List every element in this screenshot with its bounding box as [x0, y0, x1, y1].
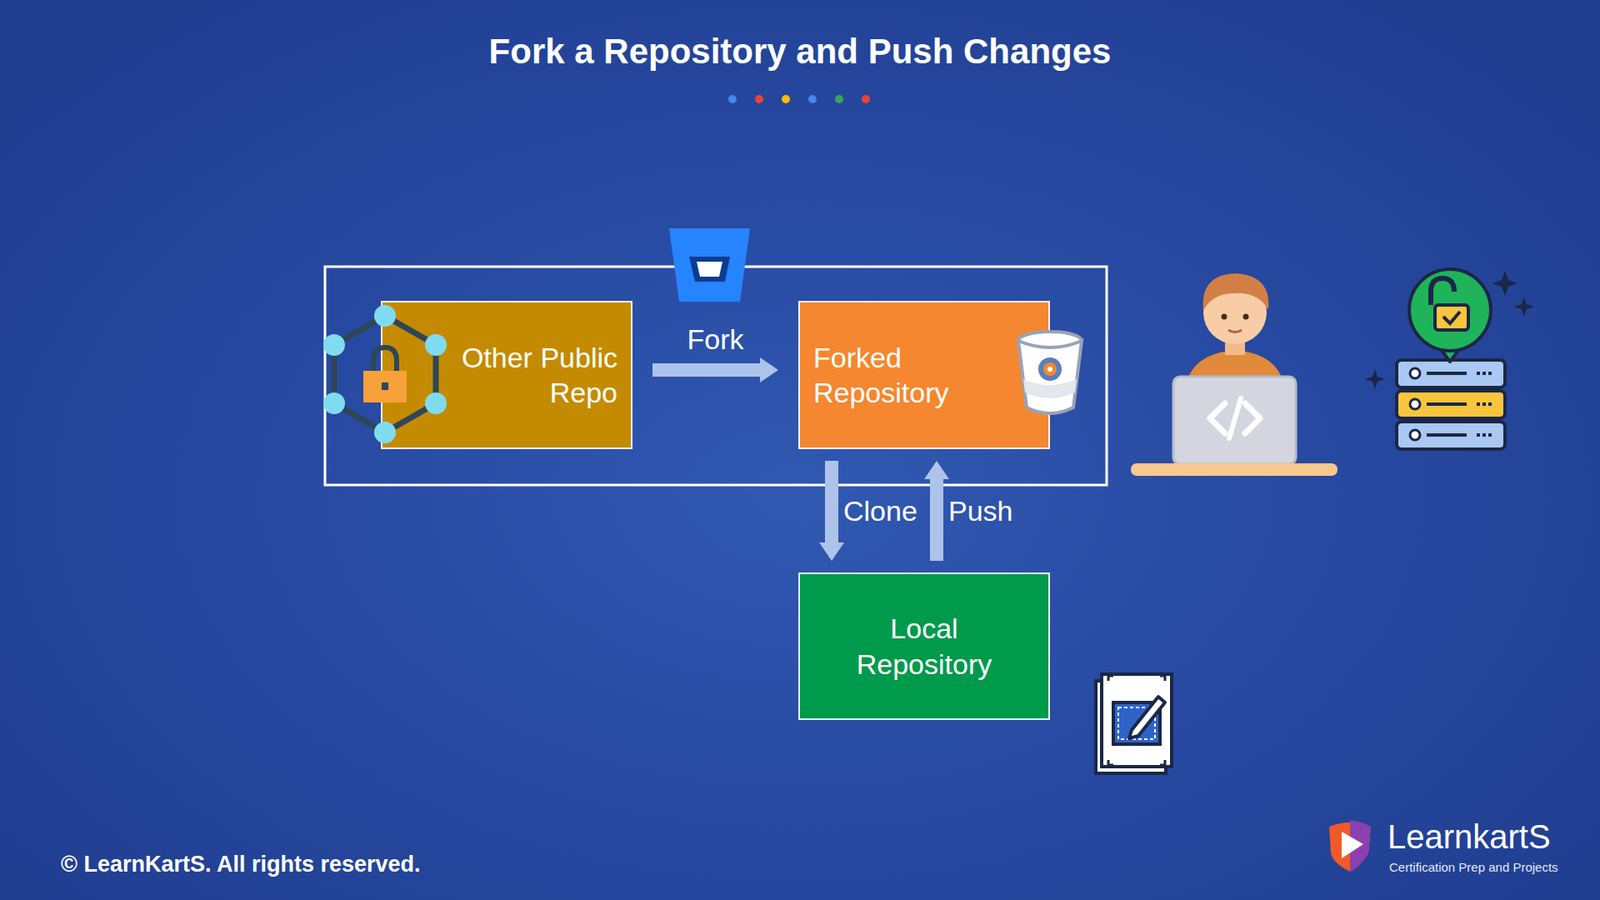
arrow-label: Fork: [687, 322, 745, 357]
brand-name: LearnkartS: [1387, 818, 1551, 856]
slide-title: Fork a Repository and Push Changes: [0, 31, 1600, 72]
flow-arrow: [819, 460, 845, 561]
flow-arrow: [924, 460, 950, 561]
arrow-head: [760, 357, 779, 383]
developer-figure: [1130, 273, 1338, 476]
arrow-head: [819, 542, 845, 561]
brand-tagline: Certification Prep and Projects: [1389, 860, 1559, 875]
arrow-label: Push: [948, 494, 1014, 529]
bucket-icon: [1008, 327, 1092, 420]
bitbucket-logo: [669, 228, 750, 302]
box-label: Forked Repository: [800, 340, 1049, 411]
arrow-label: Clone: [843, 494, 918, 529]
network-lock-icon: [310, 299, 460, 450]
box-label: Other Public Repo: [382, 340, 631, 411]
forked-repo-box: Forked Repository: [798, 300, 1050, 450]
edit-document-icon: [1095, 674, 1172, 774]
arrow-shaft: [652, 363, 764, 377]
copyright-note: © LearnKartS. All rights reserved.: [60, 851, 421, 878]
source-repo-box: Other Public Repo: [380, 300, 633, 450]
arrow-head: [924, 460, 950, 480]
learnkarts-shield: [1329, 820, 1371, 872]
local-repo-box: Local Repository: [798, 572, 1050, 720]
server-unlock-icon: [1365, 269, 1535, 450]
arrow-shaft: [930, 475, 944, 561]
title-dots: [728, 95, 870, 104]
arrow-shaft: [825, 460, 839, 546]
box-label: Local Repository: [800, 610, 1049, 682]
flow-arrow: [652, 357, 779, 383]
